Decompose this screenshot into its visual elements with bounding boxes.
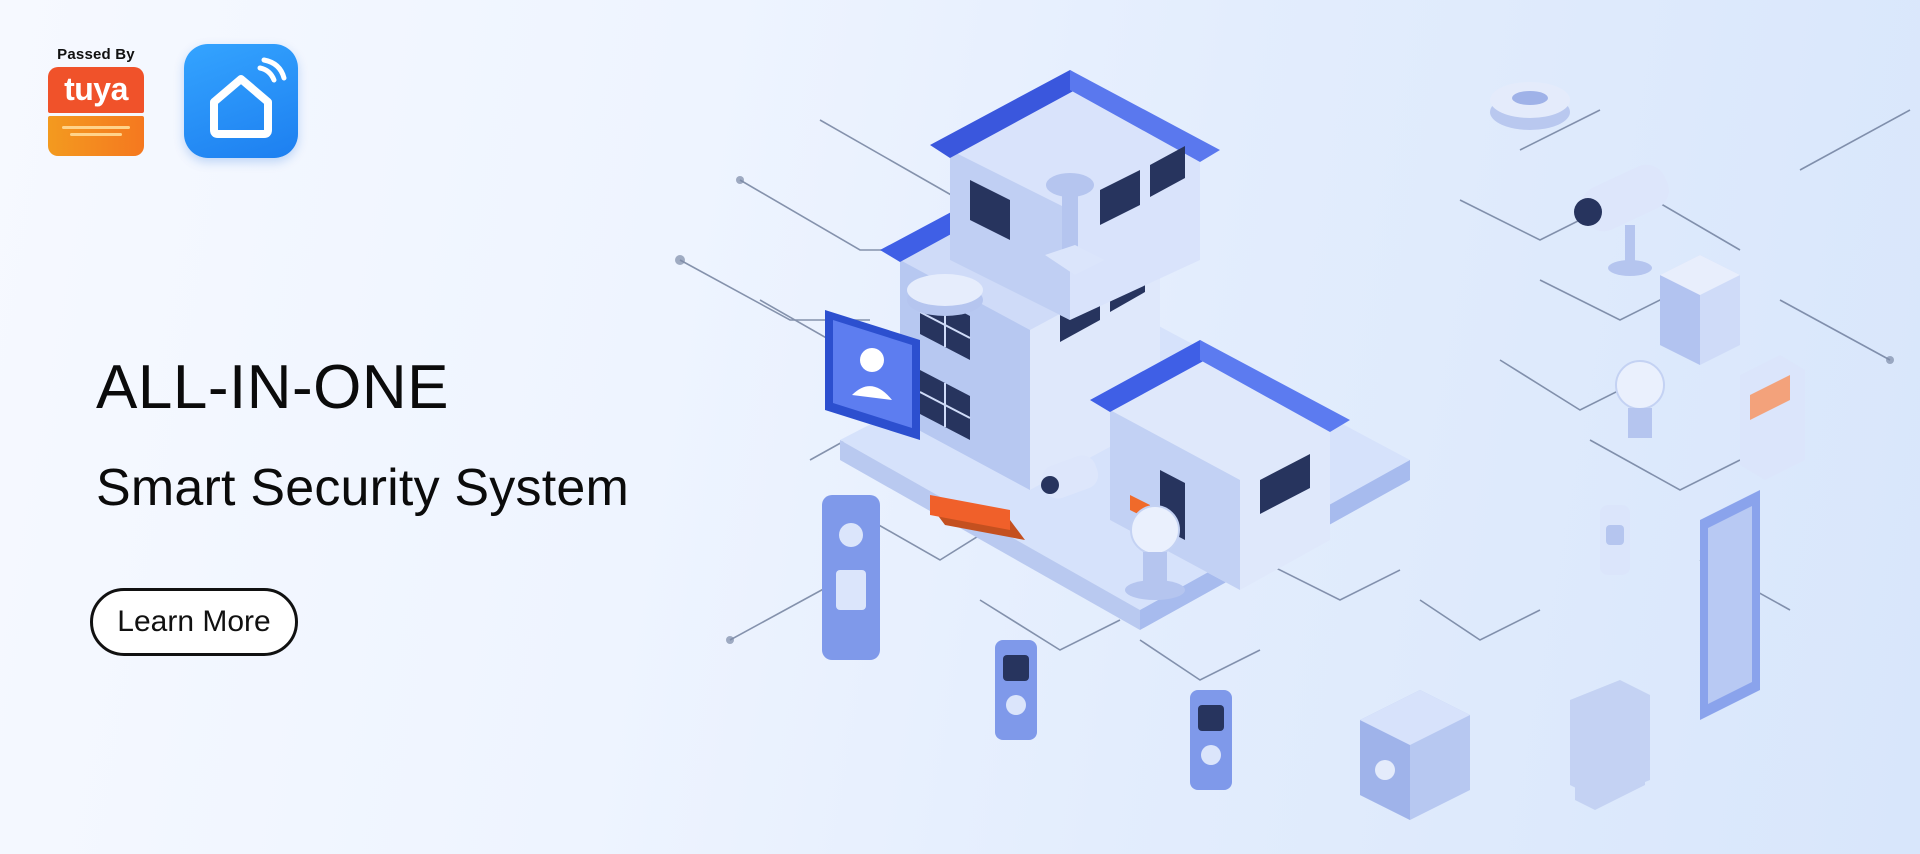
tuya-logo: tuya <box>48 67 144 113</box>
subheadline: Smart Security System <box>96 459 629 517</box>
passed-by-label: Passed By <box>57 46 135 63</box>
video-doorbell-icon <box>822 495 880 660</box>
smart-home-app-icon <box>184 44 298 158</box>
smoke-detector-icon <box>1490 82 1570 130</box>
light-bulb-icon <box>1615 360 1665 438</box>
security-camera-icon <box>1574 164 1669 276</box>
wall-switch-icon <box>1740 355 1805 480</box>
light-bulb-icon <box>1125 505 1185 600</box>
round-sensor-icon <box>907 274 983 316</box>
learn-more-button[interactable]: Learn More <box>90 588 298 656</box>
smart-home-illustration <box>640 0 1920 854</box>
badge-footer <box>48 116 144 156</box>
remote-icon <box>1570 680 1650 800</box>
tuya-certification-badge: Passed By tuya <box>48 46 144 162</box>
door-icon <box>1700 490 1760 720</box>
smart-lock-icon <box>995 640 1232 790</box>
tuya-sticker-icon <box>930 495 1025 540</box>
small-camera-icon <box>1041 455 1099 499</box>
door-sensor-icon <box>1600 505 1630 575</box>
hub-icon <box>1660 255 1740 365</box>
smart-home-icon <box>210 57 287 138</box>
safe-icon <box>1360 690 1470 820</box>
tablet-icon <box>825 310 920 440</box>
headline: ALL-IN-ONE <box>96 353 449 422</box>
siren-icon <box>1045 173 1105 275</box>
